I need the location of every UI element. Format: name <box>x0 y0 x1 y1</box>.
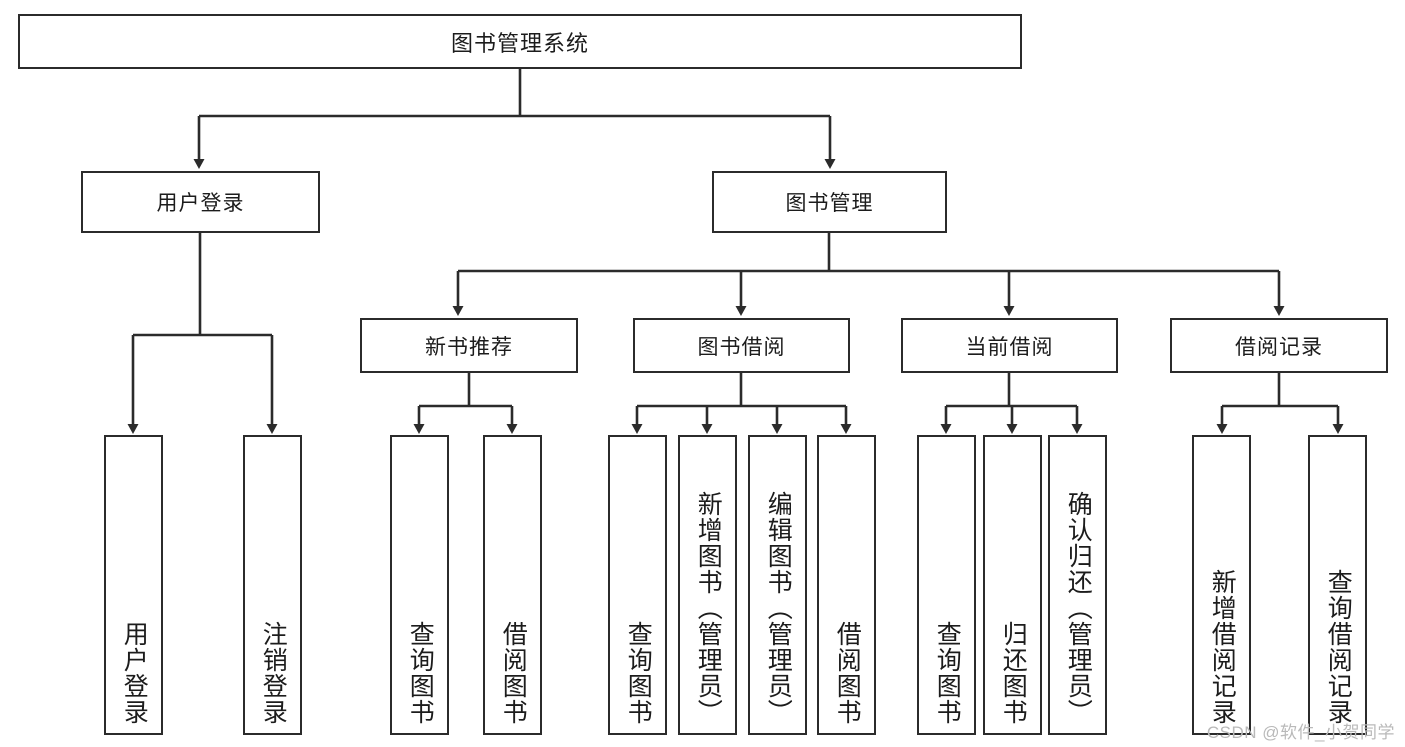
node-new-book-recommend[interactable]: 新书推荐 <box>360 318 578 373</box>
node-user-login[interactable]: 用户登录 <box>81 171 320 233</box>
leaf-user-login-logout[interactable]: 注销登录 <box>243 435 302 735</box>
leaf-record-add[interactable]: 新增借阅记录 <box>1192 435 1251 735</box>
node-borrow-record[interactable]: 借阅记录 <box>1170 318 1388 373</box>
node-root-system[interactable]: 图书管理系统 <box>18 14 1022 69</box>
node-label: 查询借阅记录 <box>1324 569 1353 725</box>
node-book-management[interactable]: 图书管理 <box>712 171 947 233</box>
node-label: 借阅图书 <box>833 621 862 725</box>
leaf-current-return-book[interactable]: 归还图书 <box>983 435 1042 735</box>
node-label: 注销登录 <box>259 621 288 725</box>
node-label: 借阅记录 <box>1235 335 1323 359</box>
leaf-user-login-login[interactable]: 用户登录 <box>104 435 163 735</box>
node-label: 新增图书（管理员） <box>694 491 723 725</box>
node-book-borrow[interactable]: 图书借阅 <box>633 318 850 373</box>
node-current-borrow[interactable]: 当前借阅 <box>901 318 1118 373</box>
node-label: 图书管理 <box>785 192 874 215</box>
leaf-record-query[interactable]: 查询借阅记录 <box>1308 435 1367 735</box>
leaf-current-query-book[interactable]: 查询图书 <box>917 435 976 735</box>
node-label: 新书推荐 <box>425 335 513 359</box>
leaf-borrow-borrow-book[interactable]: 借阅图书 <box>817 435 876 735</box>
node-label: 图书管理系统 <box>450 30 589 56</box>
node-label: 查询图书 <box>624 621 653 725</box>
leaf-new-book-borrow[interactable]: 借阅图书 <box>483 435 542 735</box>
node-label: 归还图书 <box>999 621 1028 725</box>
node-label: 查询图书 <box>406 621 435 725</box>
leaf-borrow-query-book[interactable]: 查询图书 <box>608 435 667 735</box>
node-label: 用户登录 <box>156 192 245 215</box>
leaf-new-book-query[interactable]: 查询图书 <box>390 435 449 735</box>
node-label: 图书借阅 <box>697 335 786 359</box>
node-label: 编辑图书（管理员） <box>764 491 793 725</box>
node-label: 查询图书 <box>933 621 962 725</box>
leaf-borrow-edit-book-admin[interactable]: 编辑图书（管理员） <box>748 435 807 735</box>
node-label: 用户登录 <box>120 621 149 725</box>
node-label: 新增借阅记录 <box>1208 569 1237 725</box>
leaf-current-confirm-return-admin[interactable]: 确认归还（管理员） <box>1048 435 1107 735</box>
node-label: 当前借阅 <box>965 335 1054 359</box>
leaf-borrow-add-book-admin[interactable]: 新增图书（管理员） <box>678 435 737 735</box>
node-label: 借阅图书 <box>499 621 528 725</box>
node-label: 确认归还（管理员） <box>1064 491 1093 725</box>
